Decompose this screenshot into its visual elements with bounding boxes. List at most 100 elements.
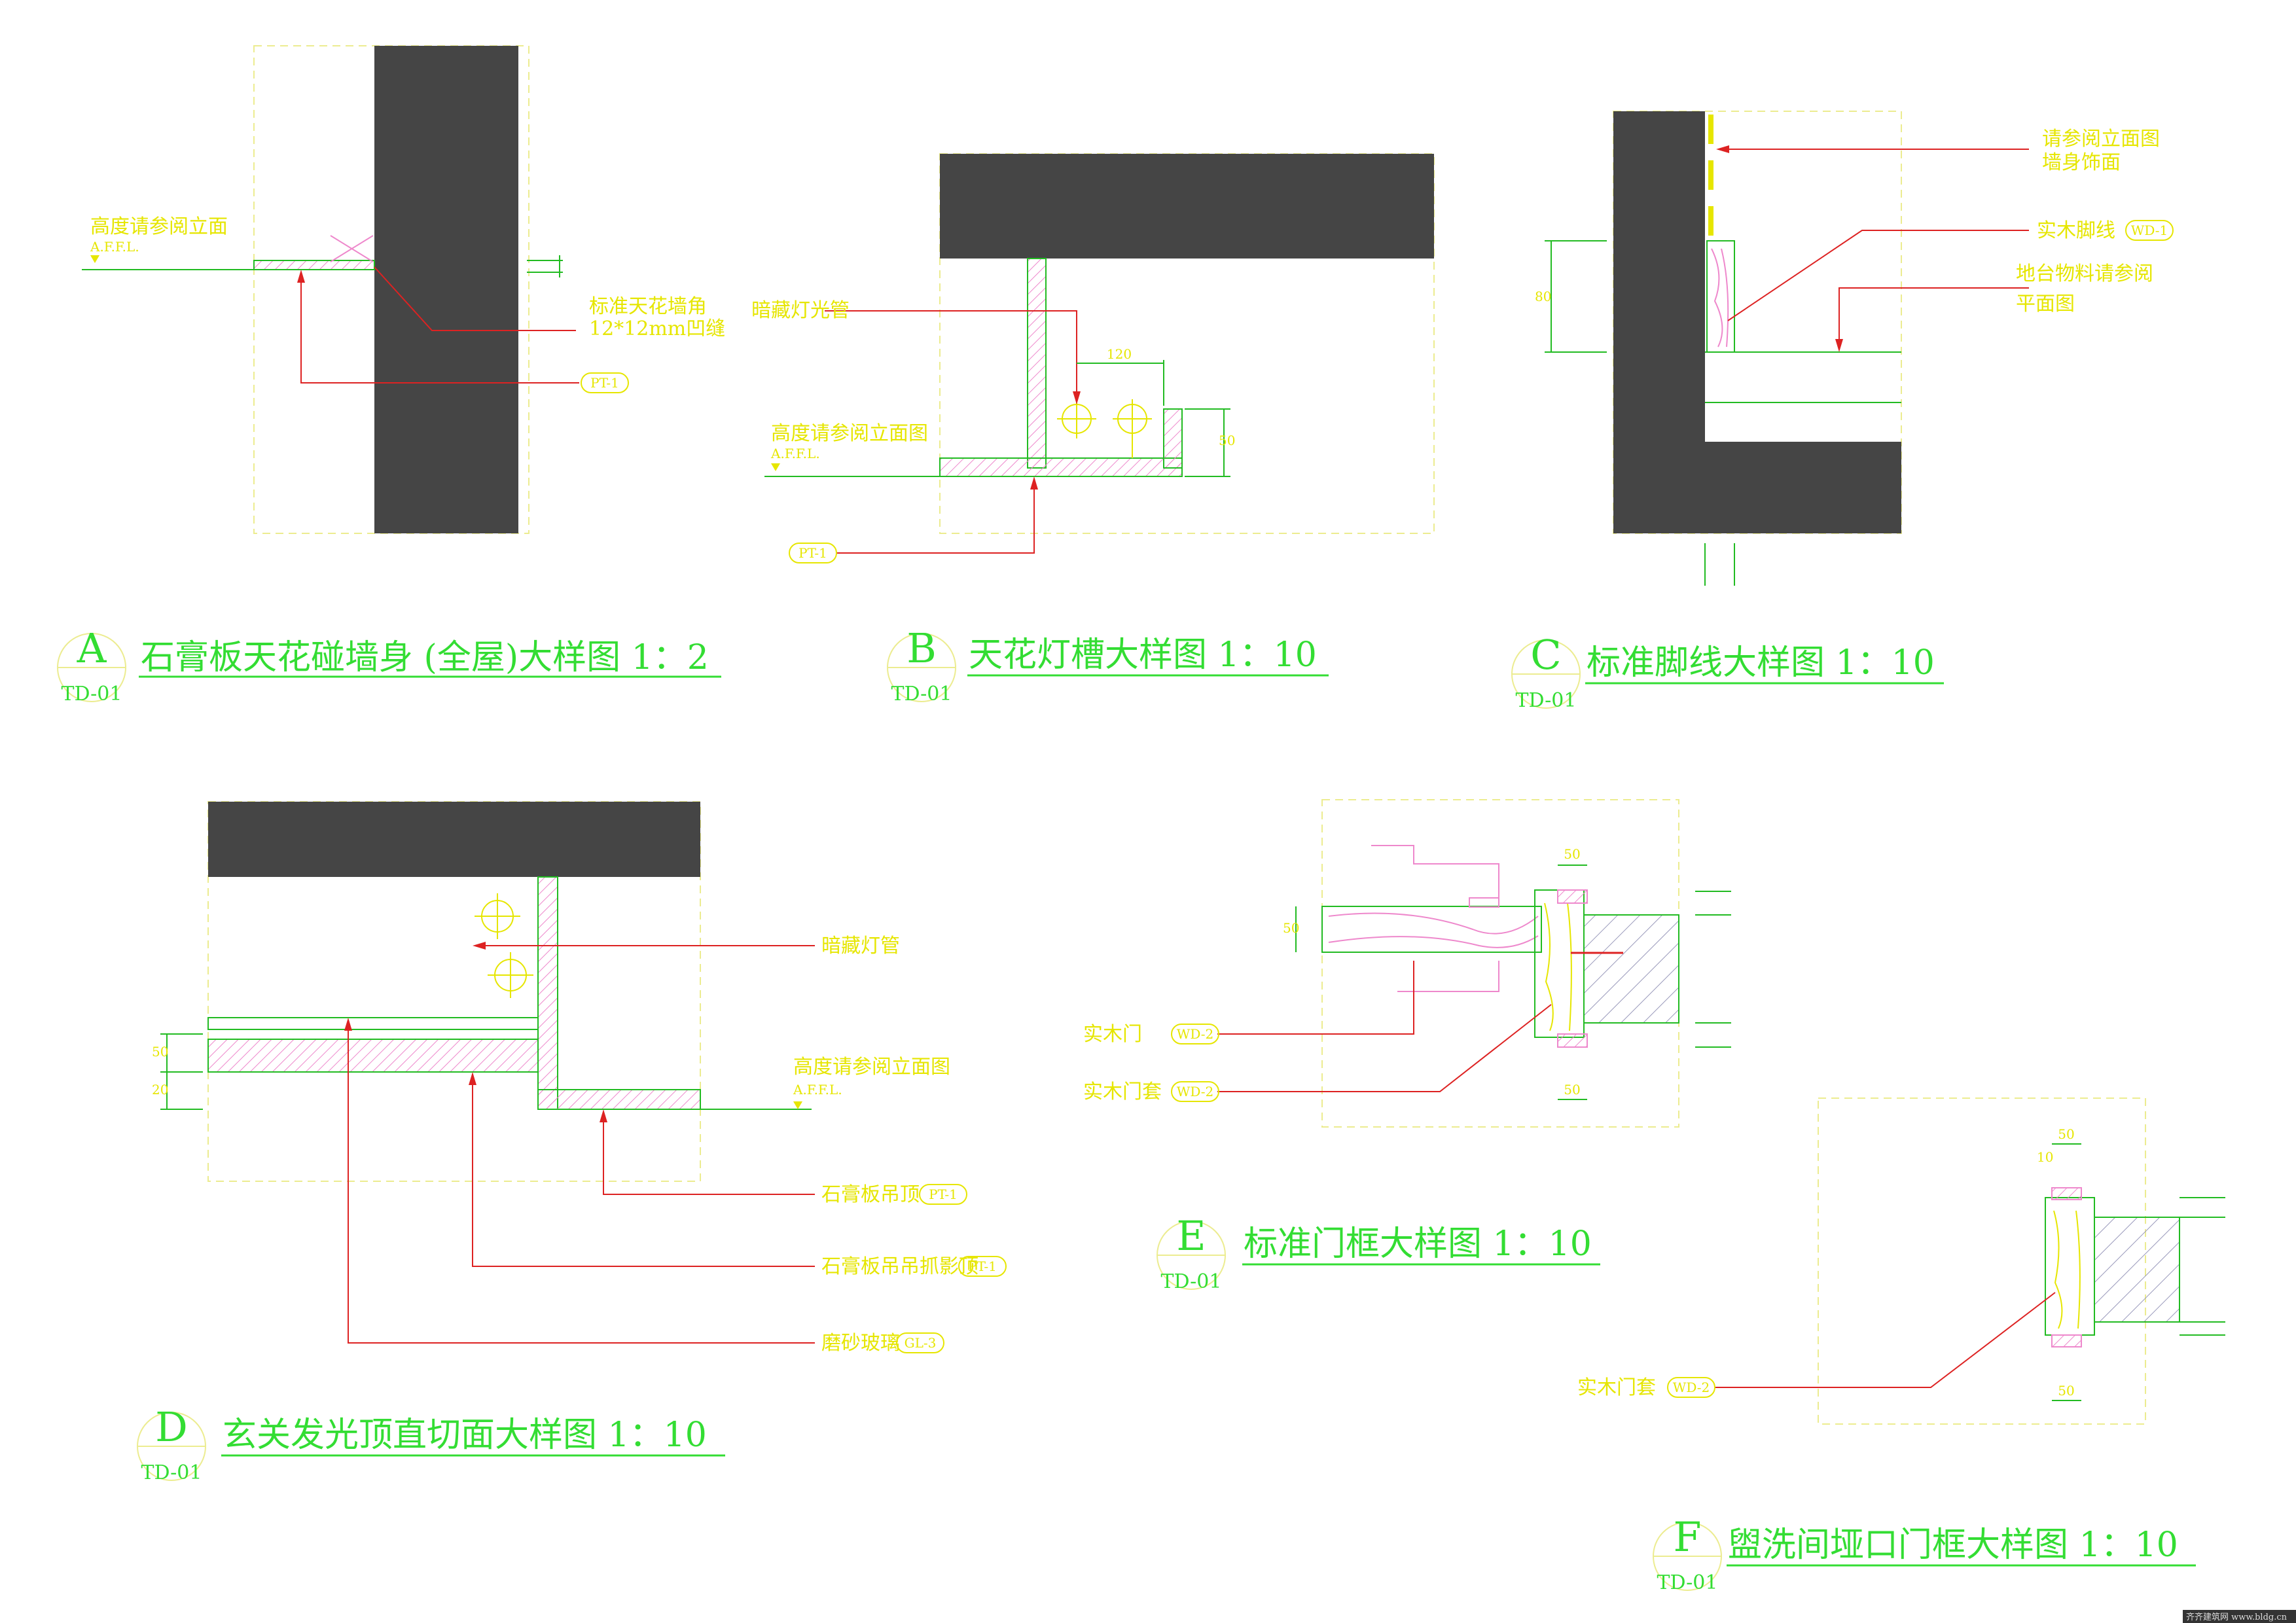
detail-d-note-glass: 磨砂玻璃: [821, 1332, 900, 1355]
detail-e-frame-member: [1534, 889, 1585, 1038]
detail-f: 50 10 50 实木门套 WD-2 F TD-01 盥洗间垭口门框大样图 1：…: [1577, 1097, 2225, 1594]
detail-d-light-ceiling: [207, 1039, 539, 1073]
detail-b-trough-lip: [1163, 408, 1183, 469]
detail-f-note-frame: 实木门套: [1577, 1376, 1656, 1399]
detail-d-tag-pt1-b: PT-1: [958, 1256, 1007, 1277]
detail-b-arrow-pt1: [1030, 476, 1038, 490]
detail-a-title-block: A TD-01 石膏板天花碰墙身 (全屋)大样图 1：2: [57, 624, 721, 705]
detail-d-dim-50: 50: [152, 1044, 168, 1060]
svg-text:PT-1: PT-1: [590, 375, 619, 391]
detail-c-finish-1: [1708, 115, 1713, 144]
detail-f-wall: [2094, 1217, 2180, 1323]
detail-e-handle-top: [1371, 845, 1499, 898]
detail-e-title-block: E TD-01 标准门框大样图 1：10: [1157, 1212, 1600, 1293]
detail-d-leader-board: [603, 1114, 815, 1195]
detail-c-leader-floor: [1839, 287, 2029, 347]
detail-a-note-groove: 12*12mm凹缝: [589, 317, 725, 340]
detail-c-finish-2: [1708, 160, 1713, 190]
detail-a-note-affl: A.F.F.L.: [90, 239, 139, 255]
detail-b: 120 50 暗藏灯光管 高度请参阅立面图 A.F.F.L. PT-1 B TD…: [751, 153, 1435, 705]
detail-b-sheet: TD-01: [891, 683, 952, 705]
svg-text:WD-2: WD-2: [1673, 1380, 1710, 1395]
detail-b-tag-pt1: PT-1: [789, 543, 837, 563]
detail-c-note-skirting: 实木脚线: [2037, 219, 2115, 242]
detail-a-leader-1: [374, 266, 576, 331]
detail-d-note-lamp: 暗藏灯管: [821, 935, 900, 957]
svg-text:PT-1: PT-1: [968, 1258, 997, 1274]
detail-e-dim-left: 50: [1283, 920, 1299, 936]
detail-d-note-affl: A.F.F.L.: [793, 1082, 842, 1097]
detail-b-title: 天花灯槽大样图 1：10: [969, 635, 1317, 675]
svg-text:PT-1: PT-1: [929, 1186, 958, 1202]
detail-c-title-block: C TD-01 标准脚线大样图 1：10: [1511, 631, 1944, 712]
detail-e: 50 50 50 实木门 WD-2 实木门套 WD-2 E TD-01 标准门框…: [1083, 799, 1731, 1293]
watermark-bar: [2183, 1610, 2296, 1623]
detail-e-dim-bottom: 50: [1564, 1082, 1580, 1097]
detail-f-dim-top: 50: [2058, 1126, 2074, 1142]
detail-a-leader-2: [300, 276, 579, 383]
detail-e-cap-top: [1557, 889, 1588, 904]
detail-c-wood-grain: [1711, 248, 1729, 348]
detail-d-arrow-glass: [344, 1018, 352, 1031]
detail-e-sheet: TD-01: [1161, 1270, 1222, 1293]
detail-c: 80 请参阅立面图 墙身饰面 实木脚线 WD-1 地台物料请参阅 平面图 C T…: [1511, 111, 2174, 712]
svg-text:WD-2: WD-2: [1177, 1084, 1213, 1099]
detail-b-leader-pt1: [836, 483, 1035, 554]
detail-a-arrow: [297, 270, 305, 283]
detail-f-tag-wd2: WD-2: [1667, 1377, 1715, 1398]
detail-b-title-block: B TD-01 天花灯槽大样图 1：10: [887, 624, 1329, 705]
detail-e-handle-bottom: [1397, 961, 1499, 992]
detail-e-note-door: 实木门: [1083, 1023, 1142, 1046]
detail-b-leader-lamp: [825, 310, 1077, 399]
detail-a-sheet: TD-01: [62, 683, 122, 705]
detail-d-tag-gl3: GL-3: [896, 1332, 944, 1353]
detail-f-title: 盥洗间垭口门框大样图 1：10: [1728, 1525, 2178, 1565]
detail-a-wall: [374, 46, 518, 533]
detail-a-note-height: 高度请参阅立面: [90, 215, 228, 238]
detail-f-dim-side: 10: [2037, 1149, 2053, 1165]
detail-c-wall: [1613, 111, 1901, 533]
detail-a-ceiling-board: [253, 260, 375, 270]
detail-b-slab: [940, 154, 1434, 259]
detail-e-leader-door: [1217, 961, 1414, 1035]
detail-a-tag-pt1: PT-1: [581, 372, 629, 393]
detail-b-tag: B: [906, 624, 937, 672]
detail-b-arrow-lamp: [1073, 391, 1081, 404]
detail-b-dim-50-label: 50: [1219, 433, 1235, 448]
detail-b-note-height: 高度请参阅立面图: [771, 422, 928, 445]
detail-d-note-height: 高度请参阅立面图: [793, 1056, 950, 1079]
detail-e-frame-grain: [1544, 902, 1572, 1031]
detail-c-arrow-floor: [1835, 339, 1843, 352]
detail-c-note-finish: 墙身饰面: [2042, 151, 2121, 174]
detail-c-leader-skirting: [1727, 230, 2029, 321]
detail-b-ceiling-board: [939, 457, 1183, 477]
detail-d-tag: D: [155, 1403, 188, 1451]
detail-c-tag-wd1: WD-1: [2125, 220, 2174, 241]
detail-f-cap-top: [2051, 1187, 2082, 1200]
detail-f-leader: [1715, 1292, 2056, 1388]
detail-e-tag-wd2-a: WD-2: [1171, 1024, 1219, 1044]
detail-d-frame: [207, 801, 701, 1182]
detail-d: 高度请参阅立面图 A.F.F.L. 暗藏灯管 50 20 石膏板吊顶 PT-1 …: [137, 801, 1007, 1484]
detail-e-tag: E: [1176, 1212, 1206, 1260]
detail-d-lamp: [475, 893, 533, 998]
detail-a-tag: A: [77, 624, 107, 672]
detail-b-lamp: [1057, 399, 1152, 458]
detail-b-frame: [939, 153, 1435, 534]
detail-d-sheet: TD-01: [141, 1461, 202, 1484]
detail-e-hinge: [1469, 897, 1499, 908]
svg-text:WD-2: WD-2: [1177, 1026, 1213, 1042]
detail-c-tag: C: [1530, 631, 1561, 679]
detail-e-wall: [1583, 914, 1679, 1024]
detail-f-cap-bottom: [2051, 1334, 2082, 1347]
svg-text:GL-3: GL-3: [905, 1335, 937, 1351]
detail-e-dim-top: 50: [1564, 846, 1580, 862]
detail-d-note-shadow: 石膏板吊吊抓影顶: [821, 1255, 978, 1278]
detail-e-door-leaf: [1321, 906, 1542, 953]
svg-text:PT-1: PT-1: [798, 545, 827, 561]
detail-e-tag-wd2-b: WD-2: [1171, 1081, 1219, 1102]
detail-b-vertical-board: [1027, 258, 1047, 469]
detail-a-title: 石膏板天花碰墙身 (全屋)大样图 1：2: [141, 638, 709, 677]
detail-e-door-grain: [1328, 912, 1539, 948]
